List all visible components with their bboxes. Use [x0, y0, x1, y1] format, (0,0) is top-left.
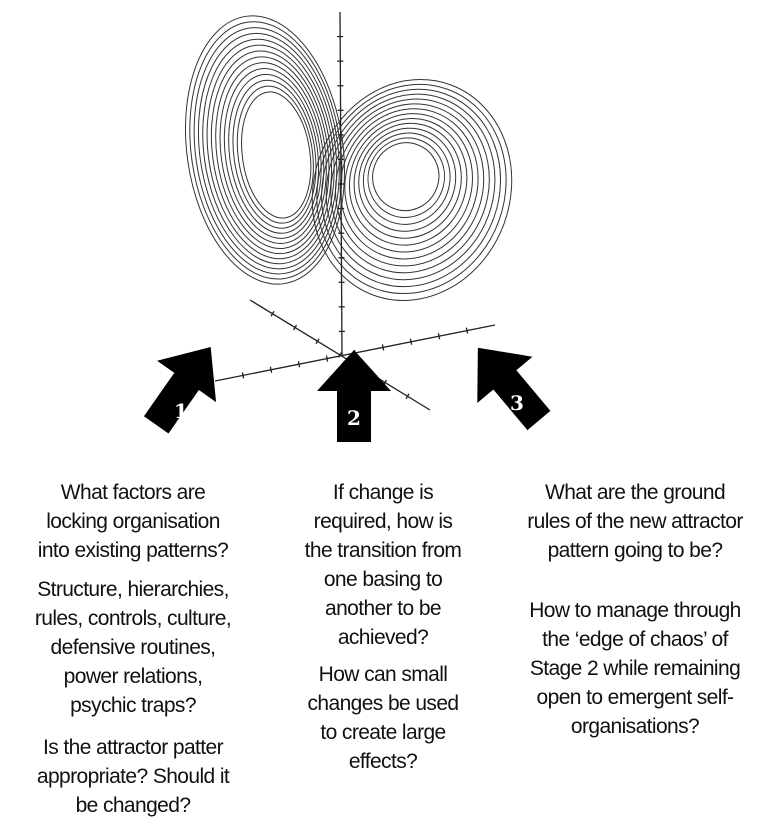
right-lobe-loop — [372, 142, 440, 212]
left-lobe-loop — [241, 91, 312, 219]
text-line: to create large — [320, 721, 446, 744]
right-lobe-loop — [344, 113, 474, 253]
text-line: locking organisation — [46, 510, 220, 533]
left-lobe-loop — [197, 32, 338, 270]
left-lobe-loop — [228, 73, 320, 234]
arrow-1-label: 1 — [174, 399, 188, 423]
arrow-3-shape — [477, 347, 551, 431]
right-lobe-loop — [339, 108, 479, 260]
attractor-loops — [185, 15, 513, 301]
axis-tick — [337, 352, 343, 358]
axis-tick — [465, 327, 469, 334]
text-line: pattern going to be? — [547, 539, 723, 562]
arrow-2-shape — [317, 350, 391, 442]
arrow-2-label: 2 — [347, 406, 361, 430]
right-lobe-loop — [353, 122, 462, 239]
text-line: Stage 2 while remaining — [529, 657, 741, 680]
right-lobe-loop — [311, 79, 513, 301]
axis-tick — [292, 324, 298, 331]
text-line: What are the ground — [544, 481, 726, 504]
left-lobe-loop — [202, 38, 335, 265]
question-paragraph: Is the attractor patter appropriate? Shou… — [3, 733, 263, 820]
text-line: another to be — [325, 597, 442, 620]
axis-tick — [241, 372, 245, 379]
right-lobe-loop — [348, 117, 468, 246]
question-paragraph: Structure, hierarchies, rules, controls, … — [3, 575, 263, 720]
text-line: rules, controls, culture, — [34, 607, 232, 630]
right-lobe-loop — [325, 93, 496, 281]
left-lobe-loop — [193, 27, 340, 275]
question-paragraph: How can small changes be used to create la… — [273, 660, 493, 776]
text-line: power relations, — [63, 665, 203, 688]
text-line: defensive routines, — [50, 636, 216, 659]
arrow-3-label: 3 — [510, 391, 524, 415]
right-lobe-loop — [321, 88, 502, 288]
right-lobe-loop — [362, 132, 451, 225]
text-line: effects? — [348, 750, 418, 773]
text-line: the ‘edge of chaos’ of — [542, 628, 728, 651]
text-line: be changed? — [75, 794, 191, 817]
right-lobe-loop — [358, 127, 457, 232]
question-paragraph: What factors are locking organisation into… — [3, 478, 263, 565]
text-line: If change is — [332, 481, 434, 504]
text-line: into existing patterns? — [37, 539, 229, 562]
left-lobe-loop — [219, 62, 325, 244]
axis-tick — [437, 333, 441, 340]
text-line: What factors are — [60, 481, 206, 504]
text-line: Structure, hierarchies, — [37, 578, 229, 601]
text-line: Is the attractor patter — [43, 736, 224, 759]
text-line: appropriate? Should it — [36, 765, 230, 788]
text-line: required, how is — [313, 510, 453, 533]
axis-ticks — [241, 35, 469, 400]
text-line: one basing to — [323, 568, 443, 591]
axis-tick — [381, 344, 385, 351]
left-lobe-loop — [185, 15, 345, 285]
right-lobe-loop — [330, 98, 490, 274]
axis-tick — [270, 310, 275, 317]
right-lobe-loop — [367, 137, 446, 218]
text-line: organisations? — [570, 715, 700, 738]
question-paragraph: What are the ground rules of the new attr… — [500, 478, 768, 565]
axis-tick — [269, 366, 273, 373]
text-line: How can small — [318, 663, 448, 686]
lorenz-attractor-figure: 1 2 3 — [143, 11, 551, 442]
axis-tick — [405, 393, 410, 400]
arrow-1: 1 — [143, 347, 217, 434]
axis-tick — [297, 361, 301, 368]
text-line: achieved? — [337, 626, 429, 649]
axis-tick — [315, 338, 320, 345]
arrow-1-shape — [143, 347, 217, 434]
right-lobe-loop — [316, 83, 507, 295]
arrow-2: 2 — [317, 350, 391, 442]
arrow-3: 3 — [477, 347, 551, 431]
left-lobe-loop — [236, 85, 314, 224]
text-line: rules of the new attractor — [527, 510, 743, 533]
axis-tick — [409, 338, 413, 345]
text-line: How to manage through — [529, 599, 741, 622]
left-lobe-loop — [232, 79, 317, 229]
text-line: the transition from — [304, 539, 462, 562]
question-paragraph: If change is required, how is the transiti… — [273, 478, 493, 652]
text-line: open to emergent self- — [536, 686, 735, 709]
question-paragraph: How to manage through the ‘edge of chaos’… — [500, 596, 768, 741]
left-lobe-loop — [210, 50, 330, 255]
left-lobe-loop — [223, 68, 322, 239]
text-line: psychic traps? — [70, 694, 196, 717]
left-lobe-loop — [189, 21, 343, 280]
text-line: changes be used — [307, 692, 460, 715]
axis-tick — [325, 355, 329, 362]
